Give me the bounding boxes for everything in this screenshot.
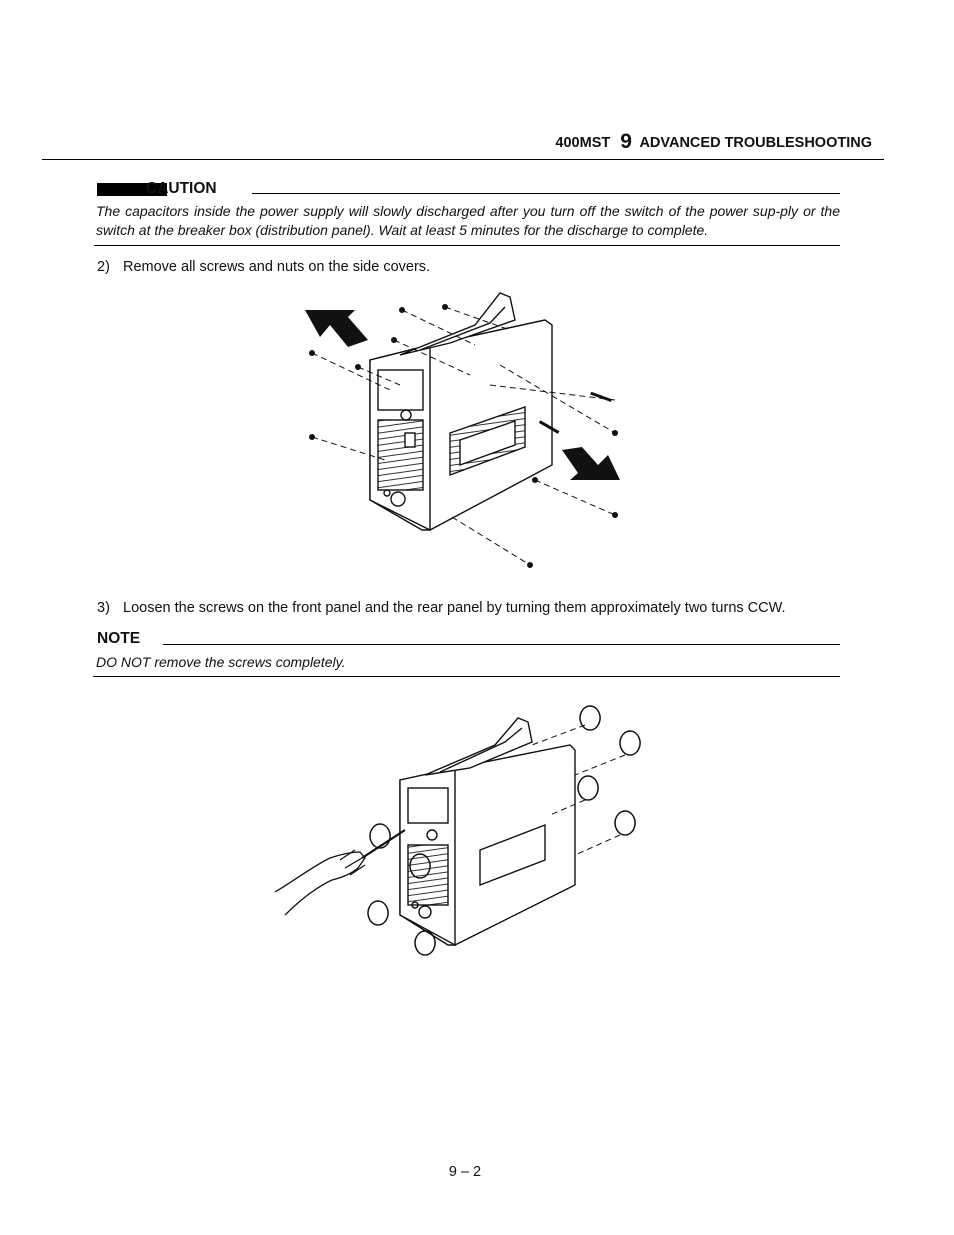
side-cover-removal-illustration — [305, 292, 620, 568]
page-header: 400MST 9 ADVANCED TROUBLESHOOTING — [555, 130, 872, 154]
step-text: Loosen the screws on the front panel and… — [123, 600, 786, 616]
caution-title: CAUTION — [146, 180, 217, 197]
caution-rule — [252, 193, 840, 194]
note-title: NOTE — [97, 630, 141, 647]
step-3: 3) Loosen the screws on the front panel a… — [97, 600, 786, 616]
step-2: 2) Remove all screws and nuts on the side… — [97, 259, 430, 275]
chapter-number: 9 — [620, 130, 632, 153]
note-text: DO NOT remove the screws completely. — [96, 654, 346, 670]
step-number: 2) — [97, 259, 110, 275]
page-number: 9 – 2 — [448, 1164, 482, 1180]
note-bottom-rule — [93, 676, 840, 677]
caution-bottom-rule — [94, 245, 840, 246]
note-rule — [163, 644, 840, 645]
caution-text: The capacitors inside the power supply w… — [96, 203, 840, 238]
loosen-panel-screws-illustration — [274, 705, 641, 956]
model-name: 400MST — [555, 135, 611, 151]
caution-marker — [97, 183, 167, 196]
header-divider — [42, 159, 884, 160]
chapter-title: ADVANCED TROUBLESHOOTING — [639, 135, 872, 151]
step-number: 3) — [97, 600, 110, 616]
step-text: Remove all screws and nuts on the side c… — [123, 259, 431, 275]
